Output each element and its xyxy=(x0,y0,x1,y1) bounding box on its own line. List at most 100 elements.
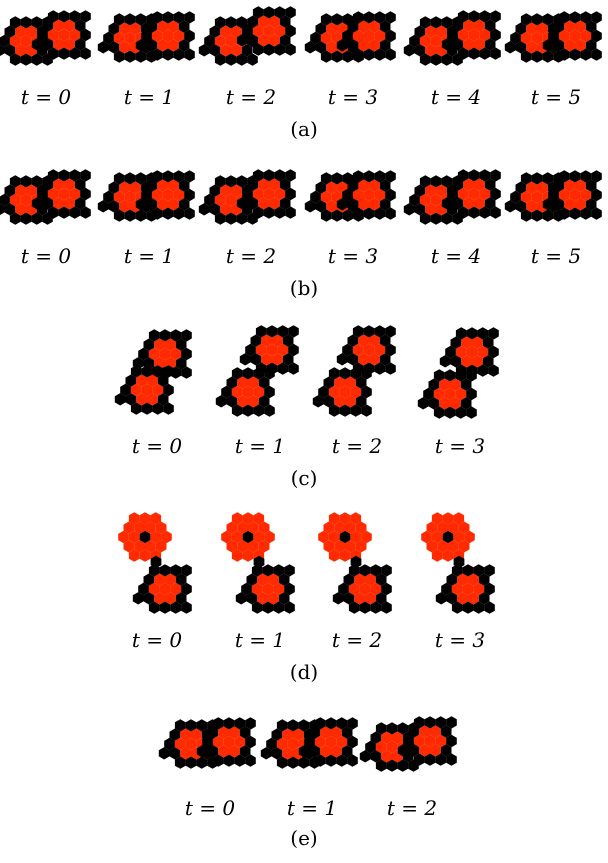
black-hex xyxy=(69,47,81,60)
black-hex xyxy=(151,170,163,183)
black-hex xyxy=(202,735,213,749)
red-hex xyxy=(431,512,443,525)
black-hex xyxy=(163,383,174,397)
black-hex xyxy=(178,20,190,33)
black-hex xyxy=(328,404,340,417)
black-hex xyxy=(143,592,155,605)
black-hex xyxy=(455,406,467,419)
red-hex xyxy=(15,25,26,38)
black-hex xyxy=(245,735,256,749)
black-hex xyxy=(135,172,147,185)
black-hex xyxy=(0,34,10,48)
black-hex xyxy=(440,744,452,757)
black-hex xyxy=(336,353,348,366)
red-hex xyxy=(162,29,174,43)
red-hex xyxy=(154,573,165,586)
red-hex xyxy=(53,197,64,210)
red-hex xyxy=(463,178,474,191)
black-hex xyxy=(379,334,391,347)
black-hex xyxy=(580,48,592,61)
black-hex xyxy=(162,48,174,61)
red-hex xyxy=(472,355,483,368)
black-hex xyxy=(553,179,565,192)
red-hex xyxy=(442,512,454,525)
red-hex xyxy=(355,540,367,553)
red-hex xyxy=(320,190,332,204)
black-hex xyxy=(273,564,285,577)
black-hex xyxy=(341,726,353,739)
black-hex xyxy=(239,745,251,758)
red-hex xyxy=(261,353,272,366)
black-hex xyxy=(178,39,190,52)
red-hex xyxy=(64,178,75,191)
black-hex xyxy=(47,10,59,23)
black-hex xyxy=(403,734,414,748)
timestep-label: t = 3 xyxy=(435,434,485,458)
red-hex xyxy=(339,512,351,525)
black-hex xyxy=(245,717,256,730)
black-hex xyxy=(284,582,295,596)
red-hex xyxy=(154,592,165,605)
red-hex xyxy=(369,334,380,347)
red-hex xyxy=(26,25,37,38)
black-hex xyxy=(263,6,275,19)
red-hex xyxy=(258,15,269,28)
black-hex xyxy=(130,402,142,415)
red-hex xyxy=(269,15,280,28)
red-hex xyxy=(248,540,259,553)
black-hex xyxy=(209,203,221,216)
snapshot: t = 4 xyxy=(403,169,501,268)
black-hex xyxy=(236,53,248,66)
black-hex xyxy=(457,169,469,182)
black-hex xyxy=(74,178,86,191)
red-hex xyxy=(161,530,172,544)
black-hex xyxy=(479,206,491,219)
black-hex xyxy=(304,735,315,749)
red-hex xyxy=(237,521,248,534)
red-hex xyxy=(320,726,331,739)
red-hex xyxy=(520,190,532,204)
red-hex xyxy=(564,39,575,52)
red-hex xyxy=(442,549,454,562)
red-hex xyxy=(168,20,179,33)
timestep-label: t = 3 xyxy=(328,244,378,268)
panel-caption: (c) xyxy=(291,466,318,490)
black-hex xyxy=(245,754,256,767)
red-hex xyxy=(130,181,141,194)
red-hex xyxy=(436,25,447,38)
red-hex xyxy=(141,383,153,397)
red-hex xyxy=(159,582,171,596)
black-hex xyxy=(450,355,462,368)
black-hex xyxy=(163,365,174,378)
black-hex xyxy=(151,207,163,220)
snapshot: t = 3 xyxy=(304,11,396,109)
black-hex xyxy=(430,53,442,66)
red-hex xyxy=(258,197,269,210)
red-hex xyxy=(426,521,438,534)
red-hex xyxy=(430,744,441,757)
red-hex xyxy=(458,521,470,534)
black-hex xyxy=(184,207,195,220)
black-hex xyxy=(113,172,125,185)
black-hex xyxy=(263,43,275,56)
red-hex xyxy=(345,521,356,534)
black-hex xyxy=(352,207,364,220)
red-hex xyxy=(231,549,243,562)
black-hex xyxy=(198,44,210,57)
red-hex xyxy=(375,740,387,754)
black-hex xyxy=(181,582,192,596)
black-hex xyxy=(175,573,187,586)
black-hex xyxy=(236,34,248,47)
black-hex xyxy=(314,717,326,730)
black-hex xyxy=(457,10,469,23)
black-hex xyxy=(466,369,477,382)
black-hex xyxy=(225,16,237,29)
black-hex xyxy=(323,376,335,389)
black-hex xyxy=(58,169,70,182)
black-hex xyxy=(482,336,494,349)
red-hex xyxy=(363,343,375,357)
black-hex xyxy=(103,31,114,45)
black-hex xyxy=(320,172,332,185)
black-hex xyxy=(444,369,456,382)
black-hex xyxy=(124,13,136,26)
